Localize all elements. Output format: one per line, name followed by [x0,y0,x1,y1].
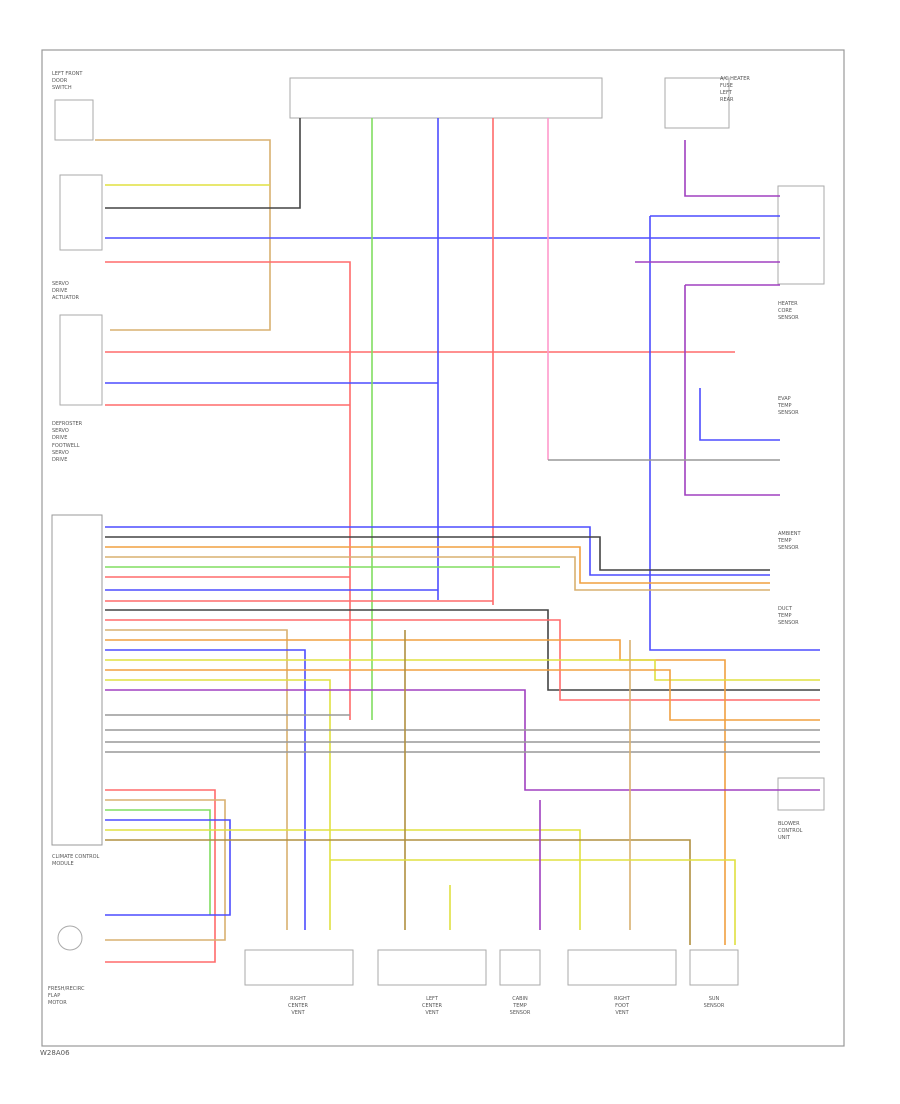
wire-purple-top [684,140,780,197]
label-footwell: SERVO [52,450,69,456]
label-b4: VENT [615,1010,629,1016]
bus-yellow3 [105,829,581,930]
label-b3: CABIN [512,996,528,1002]
wire-group [95,118,820,963]
label-rm: CONTROL [778,828,803,834]
wire-black-1 [105,118,301,209]
label-blower: FRESH/RECIRC [48,986,85,992]
label-footwell: FOOTWELL [52,443,80,449]
bus-tan [105,556,770,591]
label-rm: BLOWER [778,821,800,827]
label-mode-switch: DRIVE [52,288,67,294]
bus-green2 [105,809,211,915]
right-module-bottom [777,777,825,811]
bus-blue3 [105,649,306,930]
bus-purple [105,689,820,791]
label-fuse: LEFT [720,90,733,96]
label-b2: VENT [425,1010,439,1016]
label-rs2: SENSOR [778,410,799,416]
footer-code: W28A06 [40,1049,70,1057]
climate-control-module [51,514,103,846]
label-module: CLIMATE CONTROL [52,854,100,860]
fuse-box [289,77,603,119]
label-module: MODULE [52,861,74,867]
defroster-switch [59,314,103,406]
label-defroster: DRIVE [52,435,67,441]
wire-blue-r5 [699,388,780,441]
label-rs1: SENSOR [778,315,799,321]
label-b2: CENTER [422,1003,443,1009]
label-b4: FOOT [615,1003,630,1009]
label-rs1: HEATER [778,301,798,307]
label-b5: SENSOR [704,1003,725,1009]
label-rs4: TEMP [777,613,792,619]
top-right-fuse-block [664,77,730,129]
blower-motor [57,925,83,951]
label-footwell: DRIVE [52,457,67,463]
bus-black [105,536,770,571]
diagram-border [41,49,845,1047]
label-b1: VENT [291,1010,305,1016]
label-rs2: TEMP [777,403,792,409]
bus-blue [105,526,770,576]
label-b1: CENTER [288,1003,309,1009]
bus-tan3 [105,799,226,941]
label-rs4: SENSOR [778,620,799,626]
label-rs2: EVAP [778,396,791,402]
bus-orange2 [105,639,726,945]
label-rm: UNIT [778,835,791,841]
label-left-top-switch: LEFT FRONT [52,71,83,77]
bottom-component-5 [689,949,739,986]
label-fuse: FUSE [720,83,733,89]
label-b4: RIGHT [614,996,631,1002]
label-left-top-switch: SWITCH [52,85,72,91]
label-rs1: CORE [778,308,792,314]
bus-tan2 [105,629,288,930]
label-fuse: A/C HEATER [720,76,750,82]
wire-blue-r2 [649,216,820,651]
label-defroster: DEFROSTER [52,421,83,427]
label-defroster: SERVO [52,428,69,434]
bottom-component-1 [244,949,354,986]
label-rs3: AMBIENT [778,531,802,537]
bus-blue4 [105,819,231,916]
bus-yellow2 [105,679,331,930]
label-blower: FLAP [48,993,60,999]
label-left-top-switch: DOOR [52,78,68,84]
bus-olive [105,839,691,945]
label-b2: LEFT [426,996,439,1002]
label-fuse: REAR [720,97,734,103]
label-b1: RIGHT [290,996,307,1002]
bus-black2 [105,609,820,691]
label-rs4: DUCT [778,606,793,612]
wire-purple-r4 [684,285,780,496]
label-mode-switch: SERVO [52,281,69,287]
left-top-switch [54,99,94,141]
label-rs3: TEMP [777,538,792,544]
label-b5: SUN [709,996,720,1002]
label-rs3: SENSOR [778,545,799,551]
bus-orange3 [105,669,820,721]
bus-red4 [105,789,216,963]
bottom-component-3 [499,949,541,986]
right-connector-block [777,185,825,285]
mode-switch [59,174,103,251]
wire-tan-top [95,139,271,331]
wire-yellow-v4 [330,859,736,945]
bottom-component-4 [567,949,677,986]
bottom-component-2 [377,949,487,986]
label-b3: TEMP [512,1003,527,1009]
bus-orange [105,546,770,584]
label-b3: SENSOR [510,1010,531,1016]
label-mode-switch: ACTUATOR [52,295,80,301]
label-blower: MOTOR [48,1000,67,1006]
